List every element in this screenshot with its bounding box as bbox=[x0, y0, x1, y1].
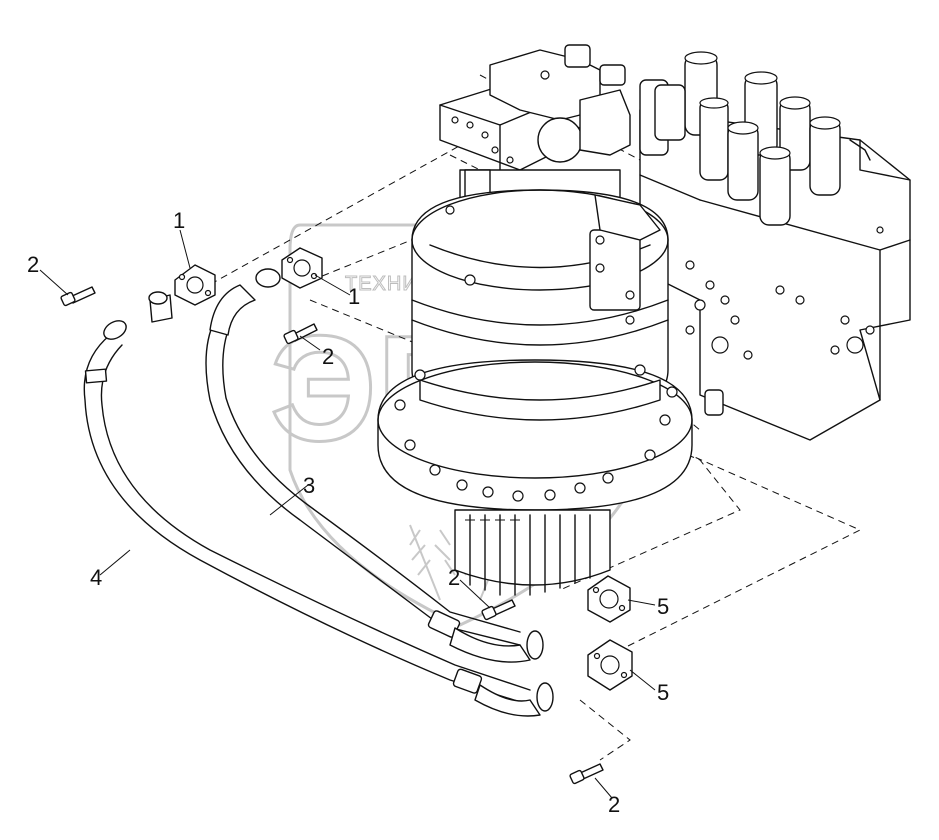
hose-3 bbox=[205, 268, 544, 663]
control-valve-block bbox=[639, 51, 911, 441]
hose-4 bbox=[83, 320, 554, 717]
callout-5-lower: 5 bbox=[657, 680, 669, 705]
callouts: 1 1 2 2 2 2 3 4 5 5 bbox=[27, 208, 669, 817]
split-flange-1b bbox=[281, 247, 323, 289]
bolt-2d bbox=[569, 763, 604, 785]
split-flange-1a bbox=[148, 264, 216, 323]
split-flange-5b bbox=[587, 639, 633, 691]
callout-leaders bbox=[39, 229, 656, 799]
flange-bolt-holes bbox=[394, 364, 678, 502]
split-flange-5a bbox=[587, 575, 631, 623]
bolt-2c bbox=[481, 599, 516, 621]
callout-1-upper-right: 1 bbox=[348, 284, 360, 309]
swing-motor bbox=[377, 44, 693, 596]
callout-2-center: 2 bbox=[322, 344, 334, 369]
callout-2-bottom: 2 bbox=[608, 792, 620, 817]
callout-4: 4 bbox=[90, 565, 102, 590]
callout-3: 3 bbox=[303, 473, 315, 498]
bolt-2a bbox=[60, 286, 96, 307]
callout-2-gear: 2 bbox=[448, 565, 460, 590]
valve-ports bbox=[685, 226, 884, 360]
pinion-gear-teeth bbox=[465, 514, 591, 596]
bolt-2b bbox=[283, 323, 318, 345]
callout-1-upper-left: 1 bbox=[173, 208, 185, 233]
callout-5-upper: 5 bbox=[657, 594, 669, 619]
callout-2-left: 2 bbox=[27, 252, 39, 277]
valve-cartridges bbox=[639, 51, 841, 226]
